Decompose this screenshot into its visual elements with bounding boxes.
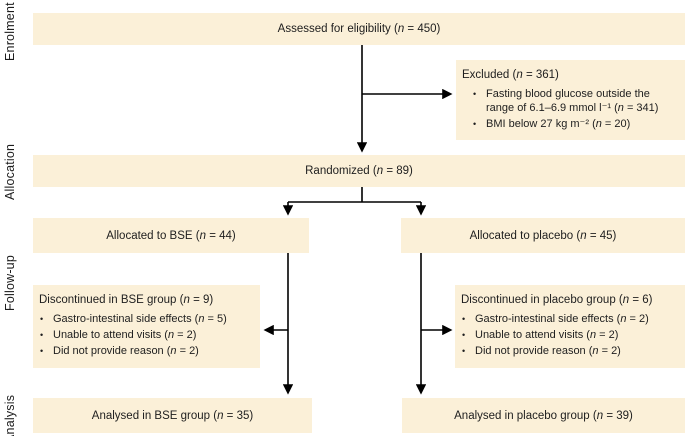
bullet-icon: •: [40, 346, 44, 356]
box-discontinued-placebo-title: Discontinued in placebo group (n = 6): [461, 294, 653, 306]
box-excluded: Excluded (n = 361) • Fasting blood gluco…: [456, 60, 685, 140]
box-randomized: Randomized (n = 89): [33, 155, 685, 187]
list-item-text: Did not provide reason (n = 2): [475, 345, 621, 357]
box-allocated-placebo: Allocated to placebo (n = 45): [401, 218, 685, 253]
list-item: • BMI below 27 kg m⁻² (n = 20): [462, 118, 679, 132]
box-discontinued-placebo-bullets: • Gastro-intestinal side effects (n = 2)…: [461, 313, 679, 359]
list-item-text: Unable to attend visits (n = 2): [53, 329, 197, 341]
box-discontinued-bse: Discontinued in BSE group (n = 9) • Gast…: [33, 285, 260, 368]
connector-randomized-split: [288, 187, 421, 203]
bullet-icon: •: [40, 330, 44, 340]
list-item-text: Gastro-intestinal side effects (n = 2): [475, 313, 649, 325]
box-analysed-bse-text: Analysed in BSE group (n = 35): [91, 409, 254, 422]
section-label-allocation: Allocation: [3, 143, 17, 201]
box-assessed: Assessed for eligibility (n = 450): [33, 13, 685, 45]
box-discontinued-placebo: Discontinued in placebo group (n = 6) • …: [455, 285, 685, 368]
section-label-analysis: Analysis: [3, 394, 17, 436]
box-discontinued-bse-bullets: • Gastro-intestinal side effects (n = 5)…: [39, 313, 254, 359]
list-item: • Fasting blood glucose outside the rang…: [462, 88, 679, 115]
box-allocated-bse-text: Allocated to BSE (n = 44): [106, 229, 236, 242]
box-randomized-text: Randomized (n = 89): [305, 165, 413, 177]
bullet-icon: •: [462, 346, 466, 356]
bullet-icon: •: [462, 330, 466, 340]
bullet-icon: •: [40, 314, 44, 324]
list-item-text: Unable to attend visits (n = 2): [475, 329, 619, 341]
box-analysed-placebo: Analysed in placebo group (n = 39): [402, 398, 685, 433]
box-excluded-title: Excluded (n = 361): [462, 69, 559, 81]
list-item-text: Fasting blood glucose outside the range …: [486, 88, 659, 114]
list-item: • Did not provide reason (n = 2): [461, 345, 679, 359]
list-item: • Unable to attend visits (n = 2): [39, 329, 254, 343]
box-allocated-placebo-text: Allocated to placebo (n = 45): [469, 229, 617, 242]
section-label-enrolment: Enrolment: [3, 2, 17, 62]
bullet-icon: •: [462, 314, 466, 324]
box-assessed-text: Assessed for eligibility (n = 450): [277, 23, 441, 35]
list-item: • Unable to attend visits (n = 2): [461, 329, 679, 343]
box-excluded-bullets: • Fasting blood glucose outside the rang…: [462, 88, 679, 131]
box-discontinued-bse-title: Discontinued in BSE group (n = 9): [39, 294, 214, 306]
box-analysed-placebo-text: Analysed in placebo group (n = 39): [454, 409, 633, 422]
list-item-text: Gastro-intestinal side effects (n = 5): [53, 313, 227, 325]
list-item: • Gastro-intestinal side effects (n = 2): [461, 313, 679, 327]
bullet-icon: •: [473, 89, 477, 99]
box-allocated-bse: Allocated to BSE (n = 44): [33, 218, 309, 253]
box-analysed-bse: Analysed in BSE group (n = 35): [33, 398, 312, 433]
list-item-text: Did not provide reason (n = 2): [53, 345, 199, 357]
list-item: • Did not provide reason (n = 2): [39, 345, 254, 359]
bullet-icon: •: [473, 118, 477, 129]
list-item-text: BMI below 27 kg m⁻² (n = 20): [486, 117, 631, 130]
list-item: • Gastro-intestinal side effects (n = 5): [39, 313, 254, 327]
section-label-follow-up: Follow-up: [3, 255, 17, 312]
